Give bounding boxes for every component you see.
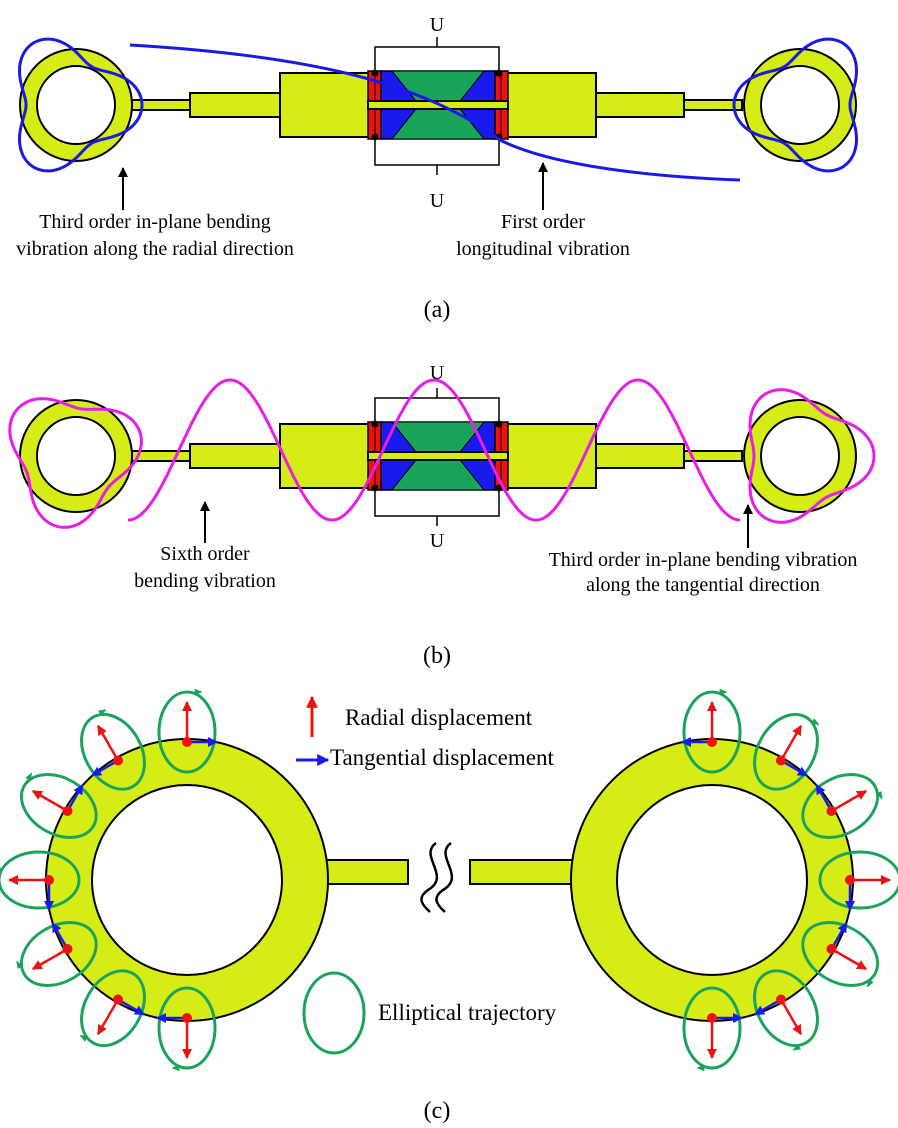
legend-tangential-label: Tangential displacement xyxy=(330,745,554,770)
panel-b-caption: (b) xyxy=(423,643,451,669)
trajectory-ellipse xyxy=(753,969,819,1048)
radial-displacement-arrow xyxy=(779,998,803,1036)
trajectory-point xyxy=(776,994,786,1005)
panel-c-break-symbol-1 xyxy=(420,841,439,913)
panel-b: U U Sixth order bending vibration Third … xyxy=(8,362,876,669)
trajectory-ellipse xyxy=(753,712,819,791)
trajectory-ellipse xyxy=(157,986,217,1070)
trajectory-ellipse xyxy=(682,690,742,774)
tangential-displacement-arrow xyxy=(830,922,848,950)
radial-displacement-arrow xyxy=(779,724,803,762)
panel-c-left-ring-hole xyxy=(91,784,283,976)
trajectory-direction-arrow xyxy=(97,709,107,717)
tangential-displacement-arrow xyxy=(815,784,833,812)
trajectory-point xyxy=(62,944,73,954)
legend-ellipse-icon xyxy=(302,971,366,1055)
tangential-displacement-arrow xyxy=(754,998,782,1016)
trajectory-point xyxy=(776,755,786,766)
panel-a-right-label-line2: longitudinal vibration xyxy=(456,238,630,260)
trajectory-point xyxy=(182,737,192,747)
panel-c: Radial displacement Tangential displacem… xyxy=(0,688,898,1124)
panel-c-left-trajectories xyxy=(0,688,218,1072)
trajectory-direction-arrow xyxy=(79,1034,89,1042)
trajectory-ellipse xyxy=(818,850,898,910)
trajectory-ellipse xyxy=(80,969,146,1048)
panel-b-left-label-line1: Sixth order xyxy=(160,543,250,565)
panel-a-caption: (a) xyxy=(424,297,451,323)
trajectory-direction-arrow xyxy=(810,718,820,726)
trajectory-point xyxy=(845,875,855,885)
trajectory-point xyxy=(707,737,717,747)
panel-a-right-radial-mode-curve xyxy=(732,37,858,173)
trajectory-point xyxy=(707,1013,717,1023)
tangential-displacement-arrow xyxy=(91,759,119,777)
tangential-displacement-arrow xyxy=(117,998,145,1016)
trajectory-ellipse xyxy=(157,690,217,774)
trajectory-ellipse xyxy=(801,921,880,987)
panel-c-caption: (c) xyxy=(424,1098,451,1124)
trajectory-direction-arrow xyxy=(16,960,24,970)
trajectory-direction-arrow xyxy=(792,1043,802,1051)
panel-a-left-radial-mode-curve xyxy=(18,37,144,173)
radial-displacement-arrow xyxy=(830,947,868,971)
panel-b-right-label-line2: along the tangential direction xyxy=(586,574,820,596)
trajectory-point xyxy=(113,994,123,1005)
panel-c-right-ring-hole xyxy=(616,784,808,976)
radial-displacement-arrow xyxy=(96,724,120,762)
panel-c-right-rod xyxy=(469,859,579,885)
tangential-displacement-arrow xyxy=(51,922,69,950)
tangential-displacement-arrow xyxy=(66,784,84,812)
panel-b-voltage-bottom: U xyxy=(430,530,445,552)
trajectory-direction-arrow xyxy=(866,978,874,988)
trajectory-point xyxy=(113,755,123,766)
panel-b-voltage-top: U xyxy=(430,362,445,384)
radial-displacement-arrow xyxy=(830,789,868,813)
radial-displacement-arrow xyxy=(31,947,69,971)
trajectory-ellipse xyxy=(682,986,742,1070)
panel-c-left-rod xyxy=(317,859,409,885)
panel-b-right-label-line1: Third order in-plane bending vibration xyxy=(549,549,858,571)
panel-c-right-trajectories xyxy=(681,688,898,1072)
trajectory-point xyxy=(826,806,837,816)
legend-elliptical-label: Elliptical trajectory xyxy=(378,1000,557,1025)
trajectory-ellipse xyxy=(19,921,98,987)
panel-b-sixth-order-mode-curve xyxy=(127,378,741,522)
trajectory-direction-arrow xyxy=(25,772,33,782)
trajectory-point xyxy=(62,806,73,816)
panel-b-right-tangential-mode-curve xyxy=(748,388,876,524)
trajectory-direction-arrow xyxy=(875,790,883,800)
panel-a-voltage-top: U xyxy=(430,14,445,36)
panel-c-break-symbol-2 xyxy=(435,841,454,913)
legend-radial-label: Radial displacement xyxy=(345,705,533,730)
panel-a-voltage-bottom: U xyxy=(430,190,445,212)
trajectory-ellipse xyxy=(19,773,98,839)
panel-a-left-label-line1: Third order in-plane bending xyxy=(39,211,271,233)
trajectory-ellipse xyxy=(0,850,81,910)
tangential-displacement-arrow xyxy=(780,759,808,777)
trajectory-point xyxy=(44,875,54,885)
panel-a: U U Third order in-plane bending vibrati… xyxy=(16,14,858,323)
trajectory-point xyxy=(182,1013,192,1023)
panel-a-left-label-line2: vibration along the radial direction xyxy=(16,238,294,260)
radial-displacement-arrow xyxy=(31,789,69,813)
panel-b-left-label-line2: bending vibration xyxy=(134,570,276,592)
panel-b-left-tangential-mode-curve xyxy=(8,397,143,529)
panel-a-right-label-line1: First order xyxy=(501,211,585,233)
radial-displacement-arrow xyxy=(96,998,120,1036)
trajectory-ellipse xyxy=(801,773,880,839)
panel-a-longitudinal-mode-curve xyxy=(129,43,741,182)
trajectory-ellipse xyxy=(80,712,146,791)
trajectory-point xyxy=(826,944,837,954)
